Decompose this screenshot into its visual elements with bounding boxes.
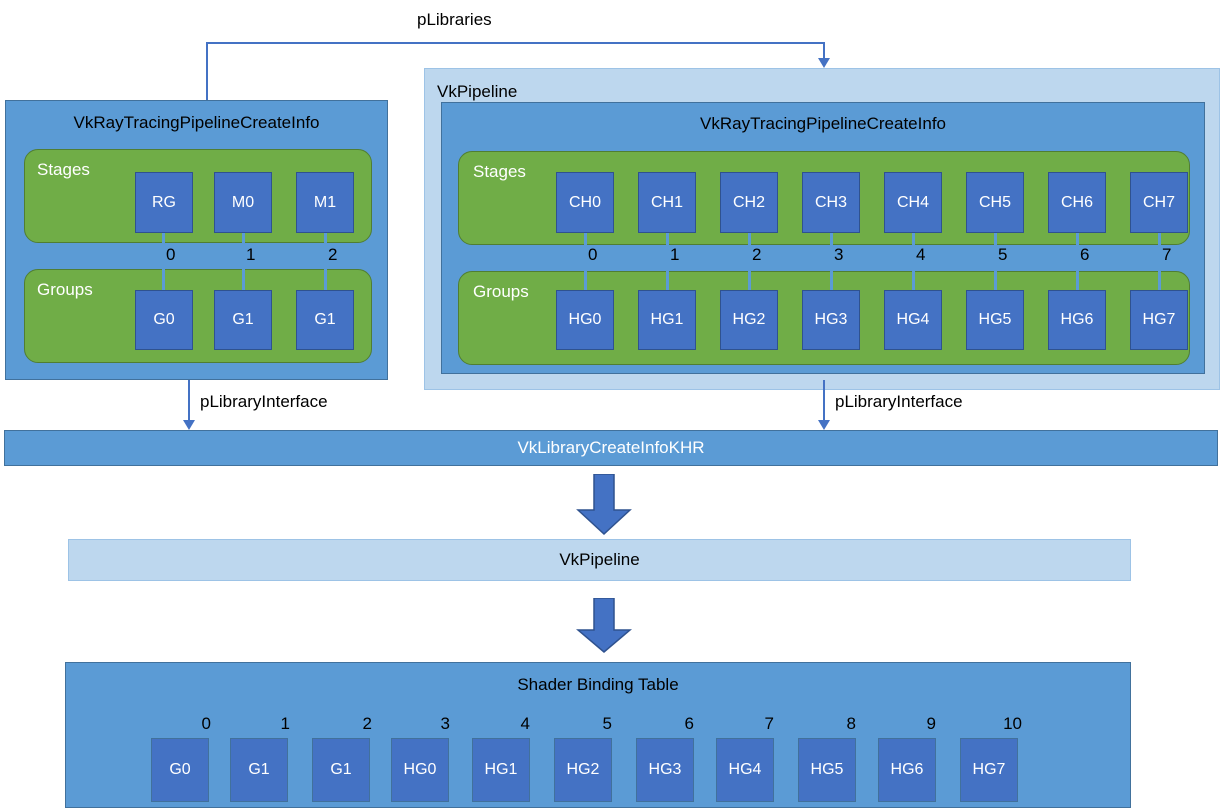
- pipeline-group-node[interactable]: HG0: [556, 290, 614, 350]
- vkpipeline-result-label: VkPipeline: [559, 550, 640, 569]
- vklibrarycreateinfokhr-label: VkLibraryCreateInfoKHR: [517, 438, 705, 457]
- library-stage-node[interactable]: M1: [296, 172, 354, 233]
- library-stage-node[interactable]: RG: [135, 172, 193, 233]
- pipeline-stage-node[interactable]: CH1: [638, 172, 696, 233]
- library-connector: [324, 233, 327, 290]
- pipeline-index-label: 6: [1080, 245, 1090, 264]
- pipeline-connector: [1158, 233, 1161, 290]
- sbt-entry-box[interactable]: HG5: [798, 738, 856, 802]
- pipeline-index-label: 0: [588, 245, 598, 264]
- pipeline-index-label: 7: [1162, 245, 1172, 264]
- pipeline-group-node[interactable]: HG2: [720, 290, 778, 350]
- library-index-label: 2: [328, 245, 338, 264]
- pipeline-connector: [666, 233, 669, 290]
- pipeline-connector: [748, 233, 751, 290]
- edge-label-plibraries: pLibraries: [417, 10, 492, 29]
- sbt-entry-box[interactable]: HG1: [472, 738, 530, 802]
- sbt-index-label: 8: [846, 714, 856, 733]
- vkpipeline-outer-label: VkPipeline: [437, 82, 518, 101]
- plibraries-line-vertical-right: [823, 42, 825, 60]
- pipeline-group-node[interactable]: HG1: [638, 290, 696, 350]
- flow-arrow-down-icon-1: [576, 474, 632, 536]
- sbt-index-label: 10: [1003, 714, 1022, 733]
- pipeline-index-label: 2: [752, 245, 762, 264]
- sbt-index-label: 9: [926, 714, 936, 733]
- pipeline-stage-node[interactable]: CH0: [556, 172, 614, 233]
- library-index-label: 1: [246, 245, 256, 264]
- vklibrarycreateinfokhr-bar[interactable]: VkLibraryCreateInfoKHR: [4, 430, 1218, 466]
- plibraryinterface-left-line: [188, 380, 190, 422]
- library-group-node[interactable]: G0: [135, 290, 193, 350]
- pipeline-stage-node[interactable]: CH4: [884, 172, 942, 233]
- library-group-node[interactable]: G1: [214, 290, 272, 350]
- plibraries-line-horizontal: [206, 42, 825, 44]
- pipeline-index-label: 1: [670, 245, 680, 264]
- plibraries-arrowhead-icon: [818, 58, 830, 68]
- pipeline-group-node[interactable]: HG3: [802, 290, 860, 350]
- pipeline-index-label: 5: [998, 245, 1008, 264]
- pipeline-group-node[interactable]: HG7: [1130, 290, 1188, 350]
- plibraries-line-vertical-left: [206, 42, 208, 102]
- pipeline-connector: [912, 233, 915, 290]
- library-stages-label: Stages: [37, 160, 90, 179]
- plibraryinterface-right-arrowhead-icon: [818, 420, 830, 430]
- plibraryinterface-left-arrowhead-icon: [183, 420, 195, 430]
- library-stage-node[interactable]: M0: [214, 172, 272, 233]
- sbt-index-label: 2: [362, 714, 372, 733]
- pipeline-stage-node[interactable]: CH7: [1130, 172, 1188, 233]
- sbt-entry-box[interactable]: G1: [230, 738, 288, 802]
- library-connector: [242, 233, 245, 290]
- sbt-index-label: 1: [280, 714, 290, 733]
- sbt-entry-box[interactable]: HG2: [554, 738, 612, 802]
- pipeline-connector: [584, 233, 587, 290]
- sbt-index-label: 7: [764, 714, 774, 733]
- pipeline-group-node[interactable]: HG5: [966, 290, 1024, 350]
- sbt-index-label: 5: [602, 714, 612, 733]
- sbt-entry-box[interactable]: HG7: [960, 738, 1018, 802]
- pipeline-stage-node[interactable]: CH3: [802, 172, 860, 233]
- pipeline-index-label: 3: [834, 245, 844, 264]
- pipeline-stage-node[interactable]: CH6: [1048, 172, 1106, 233]
- edge-label-plibraryinterface-right: pLibraryInterface: [835, 392, 963, 411]
- sbt-entry-box[interactable]: G1: [312, 738, 370, 802]
- pipeline-stage-node[interactable]: CH5: [966, 172, 1024, 233]
- sbt-entry-box[interactable]: HG3: [636, 738, 694, 802]
- library-connector: [162, 233, 165, 290]
- sbt-index-label: 4: [520, 714, 530, 733]
- pipeline-groups-label: Groups: [473, 282, 529, 301]
- plibraryinterface-right-line: [823, 380, 825, 422]
- library-group-node[interactable]: G1: [296, 290, 354, 350]
- sbt-entry-box[interactable]: HG0: [391, 738, 449, 802]
- sbt-index-label: 6: [684, 714, 694, 733]
- sbt-entry-box[interactable]: HG4: [716, 738, 774, 802]
- pipeline-stage-node[interactable]: CH2: [720, 172, 778, 233]
- sbt-entry-box[interactable]: HG6: [878, 738, 936, 802]
- sbt-entry-box[interactable]: G0: [151, 738, 209, 802]
- flow-arrow-down-icon-2: [576, 598, 632, 654]
- pipeline-stages-label: Stages: [473, 162, 526, 181]
- pipeline-group-node[interactable]: HG4: [884, 290, 942, 350]
- pipeline-index-label: 4: [916, 245, 926, 264]
- pipeline-connector: [830, 233, 833, 290]
- library-index-label: 0: [166, 245, 176, 264]
- pipeline-group-node[interactable]: HG6: [1048, 290, 1106, 350]
- sbt-index-label: 3: [440, 714, 450, 733]
- edge-label-plibraryinterface-left: pLibraryInterface: [200, 392, 328, 411]
- pipeline-panel-title: VkRayTracingPipelineCreateInfo: [700, 114, 946, 133]
- vkpipeline-result-bar[interactable]: VkPipeline: [68, 539, 1131, 581]
- shader-binding-table-title: Shader Binding Table: [517, 675, 679, 694]
- library-groups-label: Groups: [37, 280, 93, 299]
- sbt-index-label: 0: [201, 714, 211, 733]
- pipeline-connector: [994, 233, 997, 290]
- library-panel-title: VkRayTracingPipelineCreateInfo: [73, 113, 320, 132]
- pipeline-connector: [1076, 233, 1079, 290]
